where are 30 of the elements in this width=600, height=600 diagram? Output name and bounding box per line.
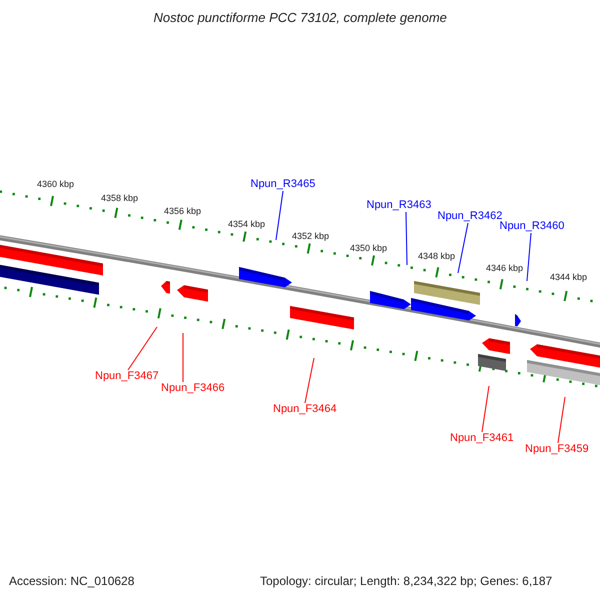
scale-label: 4354 kbp	[228, 219, 266, 230]
gene-label: Npun_R3462	[438, 210, 502, 223]
scale-label: 4358 kbp	[101, 193, 138, 204]
scale-label: 4348 kbp	[418, 251, 456, 262]
gene-label: Npun_R3465	[250, 178, 316, 191]
gene-label: Npun_F3466	[161, 382, 225, 395]
gene-label: Npun_R3460	[500, 220, 564, 233]
scale-label: 4352 kbp	[292, 231, 330, 242]
leader-line	[276, 190, 284, 240]
leader-line	[182, 332, 184, 382]
leader-line	[558, 396, 566, 444]
gene-label: Npun_F3464	[273, 403, 337, 416]
scale-label: 4356 kbp	[164, 206, 202, 216]
diagram-title: Nostoc punctiforme PCC 73102, complete genome	[154, 11, 447, 26]
leader-line	[482, 386, 490, 432]
gene-label: Npun_R3463	[366, 199, 432, 212]
leader-line	[526, 232, 532, 282]
leader-line	[304, 358, 314, 404]
leader-line	[406, 212, 408, 266]
leader-line	[458, 222, 468, 274]
leader-line	[128, 326, 158, 370]
gene-label: Npun_F3459	[525, 443, 589, 456]
accession-label: Accession: NC_010628	[9, 575, 134, 589]
gene-label: Npun_F3461	[450, 432, 514, 445]
scale-label: 4350 kbp	[350, 243, 388, 254]
gene-label: Npun_F3467	[95, 370, 159, 383]
genome-info-label: Topology: circular; Length: 8,234,322 bp; Genes: 6,187	[260, 575, 552, 589]
scale-label: 4346 kbp	[486, 263, 524, 274]
scale-label: 4344 kbp	[550, 272, 588, 282]
scale-label: 4360 kbp	[37, 179, 74, 190]
